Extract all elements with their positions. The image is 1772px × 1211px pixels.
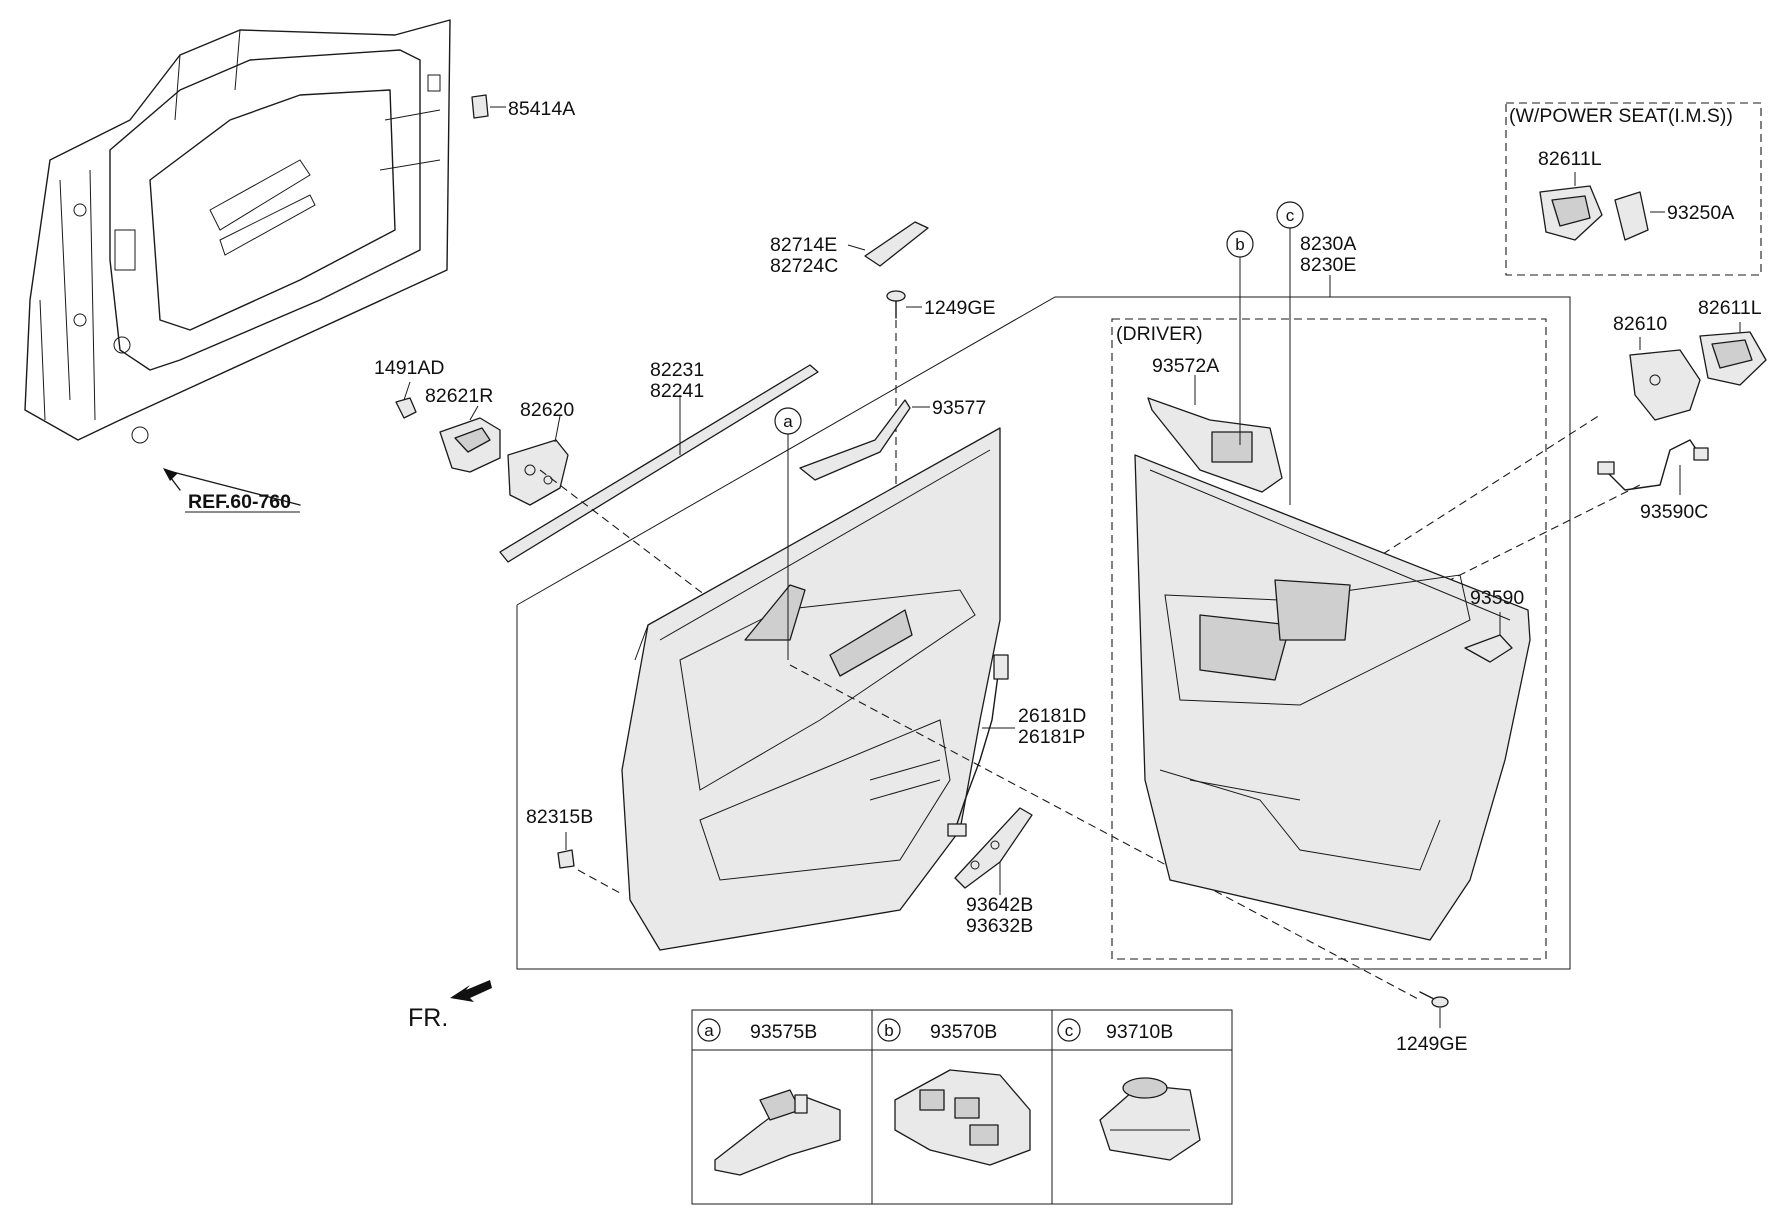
label-82611L-box: 82611L bbox=[1538, 148, 1602, 170]
part-1249GE-bottom: 1249GE bbox=[1396, 991, 1468, 1055]
part-82315B: 82315B bbox=[526, 806, 621, 894]
marker-a-letter: a bbox=[783, 412, 793, 431]
legend-cell-b: b 93570B bbox=[877, 1018, 1031, 1166]
label-82610: 82610 bbox=[1613, 313, 1667, 335]
label-8230A: 8230A bbox=[1300, 233, 1356, 255]
legend-table: a 93575B b 93570B c 93710B bbox=[691, 1009, 1233, 1205]
power-seat-box: (W/POWER SEAT(I.M.S)) 82611L 93250A bbox=[1505, 102, 1762, 276]
label-82611L: 82611L bbox=[1698, 297, 1762, 319]
reference-arrow-icon bbox=[163, 468, 178, 481]
label-93572A: 93572A bbox=[1152, 355, 1219, 377]
marker-b-letter: b bbox=[1235, 235, 1244, 254]
door-trim-left bbox=[621, 427, 1001, 951]
label-82714E: 82714E bbox=[770, 234, 837, 256]
part-82611L: 82611L bbox=[1698, 297, 1767, 386]
ref-callout: REF.60-760 bbox=[163, 468, 301, 513]
part-82231: 82231 82241 bbox=[499, 359, 819, 563]
label-85414A: 85414A bbox=[508, 98, 575, 120]
label-82231: 82231 bbox=[650, 359, 704, 381]
label-93590: 93590 bbox=[1470, 587, 1524, 609]
label-26181P: 26181P bbox=[1018, 726, 1085, 748]
front-indicator: FR. bbox=[408, 980, 492, 1032]
label-82620: 82620 bbox=[520, 399, 574, 421]
part-82621R: 82621R bbox=[425, 385, 501, 473]
label-driver: (DRIVER) bbox=[1116, 323, 1203, 345]
label-93642B: 93642B bbox=[966, 894, 1033, 916]
label-82724C: 82724C bbox=[770, 255, 838, 277]
label-93590C: 93590C bbox=[1640, 501, 1708, 523]
part-82714E: 82714E 82724C bbox=[770, 221, 929, 277]
part-93642B: 93642B 93632B bbox=[954, 807, 1033, 937]
legend-cell-a: a 93575B bbox=[697, 1018, 841, 1176]
label-93632B: 93632B bbox=[966, 915, 1033, 937]
door-inner-panel bbox=[24, 19, 451, 444]
marker-c-letter: c bbox=[1286, 206, 1295, 225]
label-26181D: 26181D bbox=[1018, 705, 1086, 727]
label-1491AD: 1491AD bbox=[374, 357, 444, 379]
legend-key-b: b bbox=[884, 1021, 893, 1040]
part-1491AD: 1491AD bbox=[374, 357, 444, 419]
label-fr: FR. bbox=[408, 1004, 448, 1032]
part-26181D: 26181D 26181P bbox=[947, 654, 1086, 837]
marker-a: a bbox=[774, 407, 802, 660]
label-82315B: 82315B bbox=[526, 806, 593, 828]
legend-key-c: c bbox=[1065, 1021, 1074, 1040]
legend-part-a: 93575B bbox=[750, 1021, 817, 1043]
marker-c: c bbox=[1276, 201, 1304, 505]
part-93577: 93577 bbox=[799, 397, 986, 481]
legend-part-c: 93710B bbox=[1106, 1021, 1173, 1043]
part-93572A: 93572A bbox=[1147, 355, 1283, 493]
label-8230E: 8230E bbox=[1300, 254, 1356, 276]
legend-cell-c: c 93710B bbox=[1057, 1018, 1201, 1161]
front-arrow-icon bbox=[450, 980, 492, 1002]
label-1249GE-top: 1249GE bbox=[924, 297, 996, 319]
label-82621R: 82621R bbox=[425, 385, 493, 407]
label-93577: 93577 bbox=[932, 397, 986, 419]
legend-key-a: a bbox=[704, 1021, 714, 1040]
part-93590C: 93590C bbox=[1597, 439, 1709, 523]
part-93590: 93590 bbox=[1464, 587, 1524, 663]
label-power-seat: (W/POWER SEAT(I.M.S)) bbox=[1509, 105, 1733, 127]
label-82241: 82241 bbox=[650, 380, 704, 402]
part-85414A: 85414A bbox=[471, 94, 575, 120]
panel-assembly-box bbox=[516, 296, 1571, 970]
label-1249GE-bottom: 1249GE bbox=[1396, 1033, 1468, 1055]
label-93250A: 93250A bbox=[1667, 202, 1734, 224]
part-82620: 82620 bbox=[507, 399, 574, 506]
marker-b: b bbox=[1226, 230, 1254, 445]
part-82610: 82610 bbox=[1613, 313, 1701, 421]
driver-box: (DRIVER) bbox=[1111, 318, 1547, 960]
legend-part-b: 93570B bbox=[930, 1021, 997, 1043]
label-ref: REF.60-760 bbox=[188, 491, 291, 513]
part-8230A: 8230A 8230E bbox=[1300, 233, 1356, 297]
